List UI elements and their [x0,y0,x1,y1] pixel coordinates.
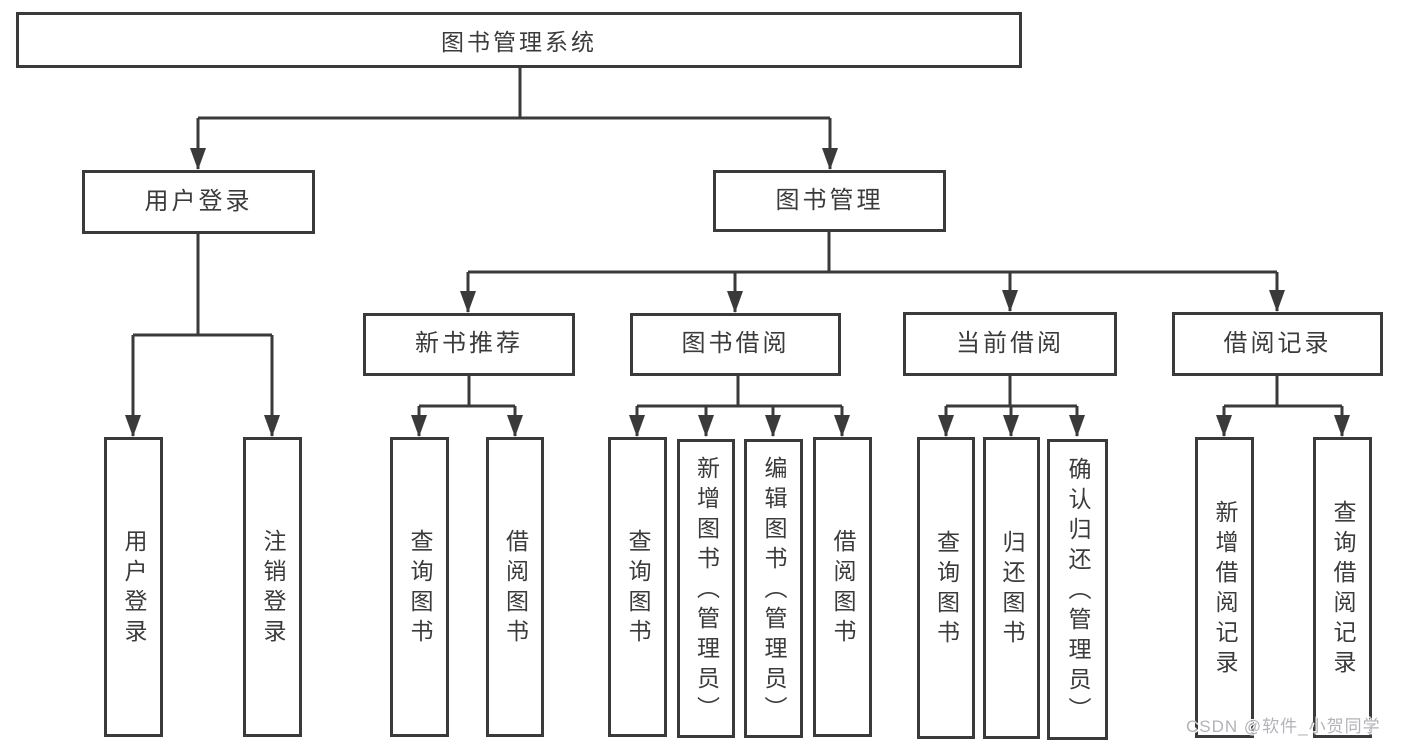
leaf-logout: 注销登录 [243,437,302,737]
leaf-user-login: 用户登录 [104,437,163,737]
leaf-return-book: 归还图书 [983,437,1040,739]
node-current-borrow: 当前借阅 [903,312,1117,376]
leaf-borrow-books: 借阅图书 [813,437,872,737]
node-user-login: 用户登录 [82,170,315,234]
leaf-add-borrow-record: 新增借阅记录 [1195,437,1254,738]
leaf-add-book-admin: 新增图书（管理员） [677,439,735,738]
node-new-book-recommend: 新书推荐 [363,313,575,376]
leaf-query-books-current: 查询图书 [917,437,975,739]
node-borrow-records: 借阅记录 [1172,312,1383,376]
leaf-confirm-return-admin: 确认归还（管理员） [1047,439,1108,740]
watermark-text: CSDN @软件_小贺同学 [1186,717,1381,736]
leaf-edit-book-admin: 编辑图书（管理员） [744,439,803,738]
leaf-query-borrow-record: 查询借阅记录 [1313,437,1372,738]
node-book-borrow: 图书借阅 [630,313,841,376]
node-root: 图书管理系统 [16,12,1022,68]
leaf-query-books-recommend: 查询图书 [390,437,449,737]
node-book-management: 图书管理 [713,170,946,232]
leaf-borrow-books-recommend: 借阅图书 [486,437,544,737]
leaf-query-books-borrow: 查询图书 [608,437,667,737]
